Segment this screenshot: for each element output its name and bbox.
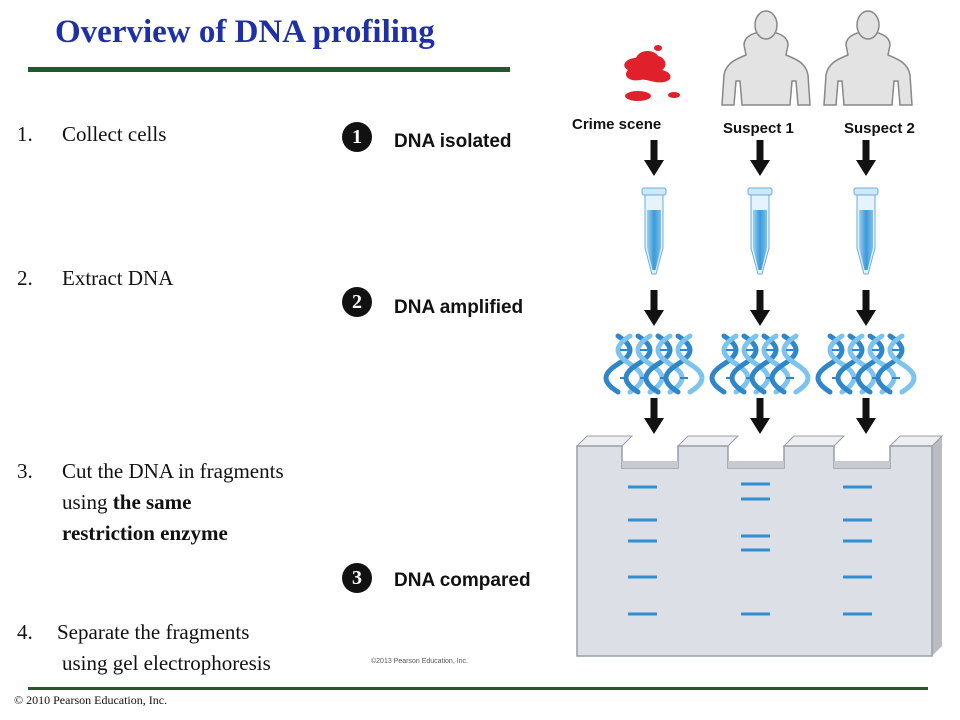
arrow-down-icon [750,140,770,176]
step-4-number: 4. [17,620,33,644]
arrow-down-icon [750,290,770,326]
footer-rule [28,687,928,690]
gel-bands-suspect-2 [843,485,872,616]
step-3-line-2-bold: the same [112,490,192,514]
gel-bands-crime-scene [628,485,657,616]
step-4-line-2: using gel electrophoresis [62,651,271,675]
arrow-down-icon [644,140,664,176]
stage-1-label: DNA isolated [394,131,512,152]
column-label-suspect-1: Suspect 1 [723,120,794,137]
title-underline [28,67,510,72]
blood-stain-icon [624,45,680,101]
column-label-crime-scene: Crime scene [572,116,662,133]
electrophoresis-gel [575,435,944,657]
test-tube-icon [853,187,879,275]
stage-1-badge: 1 [342,122,372,152]
step-2: 2. Extract DNA [17,263,173,294]
arrow-down-icon [856,290,876,326]
step-3-number: 3. [17,459,33,483]
arrow-down-icon [856,398,876,434]
figure-credit: ©2013 Pearson Education, Inc. [371,658,468,665]
stage-3-label: DNA compared [394,570,531,591]
dna-helix-icon [818,336,914,392]
step-3: 3. Cut the DNA in fragments using the sam… [17,456,284,549]
stage-2-badge: 2 [342,287,372,317]
suspect-2-person-icon [823,10,913,106]
stage-2-label: DNA amplified [394,297,524,318]
gel-bands-suspect-1 [741,482,770,616]
dna-helix-icon [712,336,808,392]
step-4: 4. Separate the fragments using gel elect… [17,617,271,679]
test-tube-icon [641,187,667,275]
test-tube-icon [747,187,773,275]
arrow-down-icon [644,398,664,434]
step-1: 1. Collect cells [17,119,166,150]
suspect-1-person-icon [721,10,811,106]
page-title: Overview of DNA profiling [55,14,435,50]
step-2-text: Extract DNA [62,266,174,290]
copyright-notice: © 2010 Pearson Education, Inc. [14,693,168,707]
step-1-number: 1. [17,122,33,146]
step-3-line-3-bold: restriction enzyme [62,521,228,545]
step-4-line-1: Separate the fragments [57,620,250,644]
column-label-suspect-2: Suspect 2 [844,120,915,137]
arrow-down-icon [856,140,876,176]
step-3-line-1: Cut the DNA in fragments [62,459,284,483]
step-3-line-2: using [62,490,113,514]
arrow-down-icon [644,290,664,326]
stage-3-badge: 3 [342,563,372,593]
arrow-down-icon [750,398,770,434]
step-1-text: Collect cells [62,122,167,146]
dna-helix-icon [606,336,702,392]
step-2-number: 2. [17,266,33,290]
